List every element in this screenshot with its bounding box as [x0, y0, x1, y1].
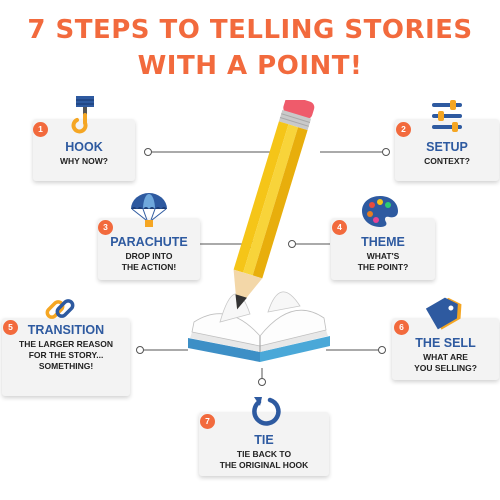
connector-dot	[136, 346, 144, 354]
step-subtitle: WHAT ARE YOU SELLING?	[414, 352, 477, 373]
step-number-badge: 2	[396, 122, 411, 137]
hook-icon	[71, 96, 94, 134]
parachute-icon	[131, 193, 167, 227]
step-number-badge: 4	[332, 220, 347, 235]
step-number-badge: 3	[98, 220, 113, 235]
book-and-pencil-illustration	[188, 100, 330, 362]
step-subtitle: THE LARGER REASON FOR THE STORY... SOMET…	[19, 339, 113, 371]
step-subtitle: TIE BACK TO THE ORIGINAL HOOK	[219, 449, 309, 470]
open-book-icon	[188, 291, 330, 362]
palette-icon	[362, 196, 398, 227]
step-title: SETUP	[426, 140, 468, 154]
connector-dot	[378, 346, 386, 354]
step-card-theme: THEME WHAT'S THE POINT?	[331, 218, 435, 280]
sliders-icon	[432, 100, 462, 132]
step-card-hook: HOOK WHY NOW?	[33, 119, 135, 181]
infographic-title-line-2: WITH A POINT!	[137, 51, 363, 81]
step-number-badge: 1	[33, 122, 48, 137]
connector-dot	[258, 378, 266, 386]
step-title: HOOK	[65, 140, 103, 154]
step-title: TIE	[254, 433, 274, 447]
connector-dot	[382, 148, 390, 156]
connector-dot	[288, 240, 296, 248]
step-subtitle: WHAT'S THE POINT?	[357, 251, 409, 272]
connector-dot	[144, 148, 152, 156]
step-title: TRANSITION	[27, 323, 105, 337]
step-card-transition: TRANSITION THE LARGER REASON FOR THE STO…	[2, 318, 130, 396]
step-number-badge: 5	[3, 320, 18, 335]
chain-link-icon	[45, 299, 75, 319]
infographic-title-line-1: 7 STEPS TO TELLING STORIES	[27, 15, 473, 45]
cycle-arrow-icon	[252, 397, 281, 426]
step-subtitle: DROP INTO THE ACTION!	[121, 251, 177, 272]
step-title: THEME	[361, 235, 405, 249]
price-tag-icon	[425, 297, 462, 330]
step-card-parachute: PARACHUTE DROP INTO THE ACTION!	[98, 218, 200, 280]
pencil-icon	[233, 100, 315, 310]
step-card-the-sell: THE SELL WHAT ARE YOU SELLING?	[392, 318, 499, 380]
step-number-badge: 6	[394, 320, 409, 335]
step-number-badge: 7	[200, 414, 215, 429]
step-title: THE SELL	[415, 336, 476, 350]
step-subtitle: WHY NOW?	[59, 156, 108, 166]
step-subtitle: CONTEXT?	[424, 156, 470, 166]
step-title: PARACHUTE	[110, 235, 188, 249]
step-card-setup: SETUP CONTEXT?	[395, 119, 499, 181]
